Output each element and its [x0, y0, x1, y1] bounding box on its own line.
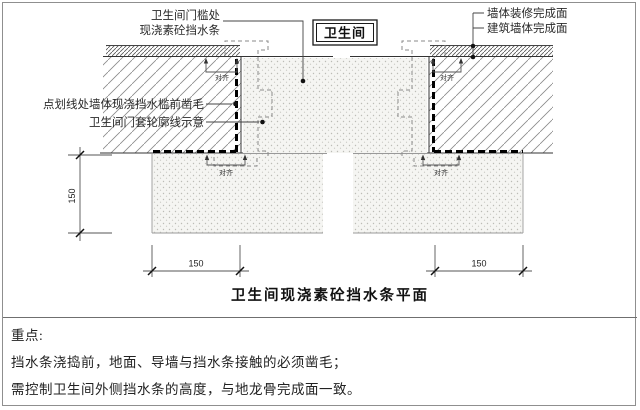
- leader-dot: [260, 119, 265, 125]
- align-brackets: [205, 61, 462, 166]
- leader-line: [472, 12, 484, 57]
- leader-dot: [233, 101, 238, 107]
- notes-item: 需控制卫生间外侧挡水条的高度，与地龙骨完成面一致。: [11, 382, 361, 397]
- wall-hatch: [429, 57, 553, 153]
- align-tag: 对齐: [434, 168, 448, 177]
- label-line: 卫生间门槛处: [151, 8, 220, 22]
- dimension-value: 150: [67, 188, 77, 203]
- label-line: 点划线处墙体现浇挡水槛前凿毛: [43, 97, 204, 111]
- notes-divider: [3, 317, 637, 318]
- dimension-bottom-left: 150: [143, 245, 249, 277]
- dimension-value: 150: [188, 259, 203, 269]
- waterstop-strip-right: [353, 154, 523, 233]
- align-tag: 对齐: [215, 73, 229, 82]
- dimension-side-vertical: 150: [67, 147, 112, 241]
- wall-hatch: [103, 57, 241, 153]
- drawing-title: 卫生间现浇素砼挡水条平面: [231, 286, 429, 304]
- left-wall-section: [103, 45, 242, 153]
- align-tag: 对齐: [440, 73, 454, 82]
- label-chisel-casing: 点划线处墙体现浇挡水槛前凿毛 卫生间门套轮廓线示意: [43, 97, 265, 129]
- waterstop-strip-left: [152, 154, 323, 233]
- door-opening-floor: [243, 58, 427, 153]
- align-arrows: [203, 58, 464, 160]
- room-tag-label: 卫生间: [324, 26, 366, 41]
- align-tag: 对齐: [219, 168, 233, 177]
- dimension-bottom-right: 150: [426, 245, 532, 277]
- label-line: 墙体装修完成面: [487, 6, 568, 20]
- door-casing-outline: [213, 40, 458, 167]
- label-waterstop: 卫生间门槛处 现浇素砼挡水条: [140, 8, 306, 84]
- label-line: 卫生间门套轮廓线示意: [89, 115, 204, 129]
- plan-drawing: 对齐 对齐 对齐 对齐 卫生间 卫生间门槛处 现浇素砼挡水条 墙体装修完成面 建…: [43, 6, 568, 304]
- leader-dot: [470, 43, 476, 49]
- label-wall-finish: 墙体装修完成面 建筑墙体完成面: [470, 6, 568, 60]
- label-line: 现浇素砼挡水条: [140, 23, 221, 37]
- wall-finish-strip: [430, 45, 553, 56]
- leader-line: [223, 20, 304, 79]
- notes-item: 挡水条浇捣前，地面、导墙与挡水条接触的必须凿毛；: [11, 355, 347, 370]
- wall-finish-strip: [106, 45, 240, 56]
- floor-concrete: [151, 58, 524, 234]
- right-wall-section: [428, 45, 553, 153]
- room-tag: 卫生间: [312, 19, 378, 46]
- leader-dot: [300, 78, 306, 84]
- leader-dot: [470, 54, 476, 60]
- label-line: 建筑墙体完成面: [487, 21, 568, 35]
- sheet-border: [2, 2, 636, 406]
- notes-heading: 重点:: [11, 328, 44, 343]
- dimension-value: 150: [471, 259, 486, 269]
